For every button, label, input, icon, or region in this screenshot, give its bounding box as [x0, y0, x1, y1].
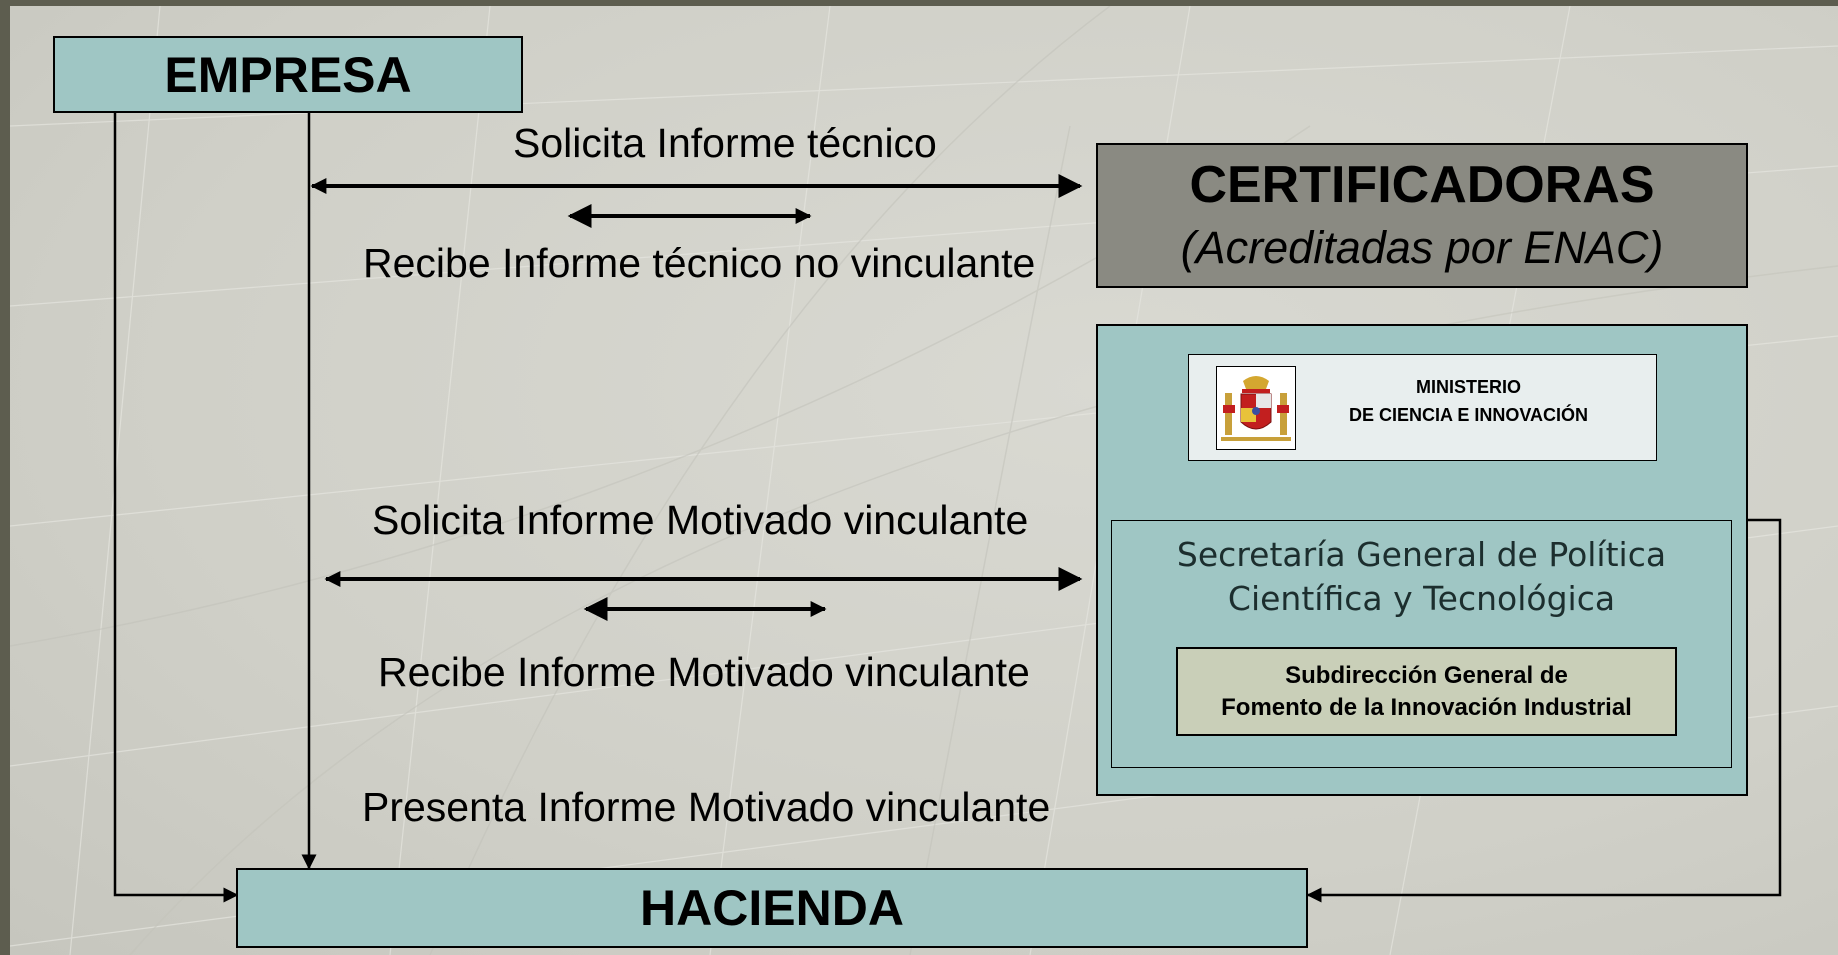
ministerio-line1: MINISTERIO: [1416, 377, 1522, 397]
hacienda-box: HACIENDA: [236, 868, 1308, 948]
slide: EMPRESA CERTIFICADORAS (Acreditadas por …: [10, 6, 1838, 955]
ministerio-to-hacienda-arrow: [1306, 518, 1782, 903]
certificadoras-title: CERTIFICADORAS: [1189, 155, 1655, 214]
secretaria-line1: Secretaría General de Política: [1176, 535, 1667, 574]
ministerio-logo-card: MINISTERIO DE CIENCIA E INNOVACIÓN: [1188, 354, 1657, 461]
empresa-box: EMPRESA: [53, 36, 523, 113]
hacienda-label: HACIENDA: [640, 880, 904, 936]
secretaria-line2: Científica y Tecnológica: [1227, 579, 1616, 618]
recibe-tecnico-label: Recibe Informe técnico no vinculante: [363, 240, 1036, 286]
ministerio-line2: DE CIENCIA E INNOVACIÓN: [1349, 405, 1589, 425]
background-pattern: [10, 6, 1838, 955]
certificadoras-subtitle: (Acreditadas por ENAC): [1180, 221, 1664, 273]
subdireccion-box: Subdirección General de Fomento de la In…: [1176, 647, 1677, 736]
subdireccion-line2: Fomento de la Innovación Industrial: [1221, 693, 1632, 721]
empresa-label: EMPRESA: [164, 46, 412, 103]
solicita-motivado-label: Solicita Informe Motivado vinculante: [372, 497, 1029, 543]
flow-arrows: [113, 110, 1782, 903]
solicita-tecnico-label: Solicita Informe técnico: [513, 120, 937, 166]
recibe-motivado-label: Recibe Informe Motivado vinculante: [378, 649, 1030, 695]
presenta-motivado-label: Presenta Informe Motivado vinculante: [362, 784, 1051, 830]
subdireccion-line1: Subdirección General de: [1285, 661, 1568, 689]
empresa-to-hacienda-outer-arrow: [113, 110, 239, 903]
certificadoras-box: CERTIFICADORAS (Acreditadas por ENAC): [1096, 143, 1748, 288]
coat-of-arms-icon: [1216, 366, 1296, 450]
